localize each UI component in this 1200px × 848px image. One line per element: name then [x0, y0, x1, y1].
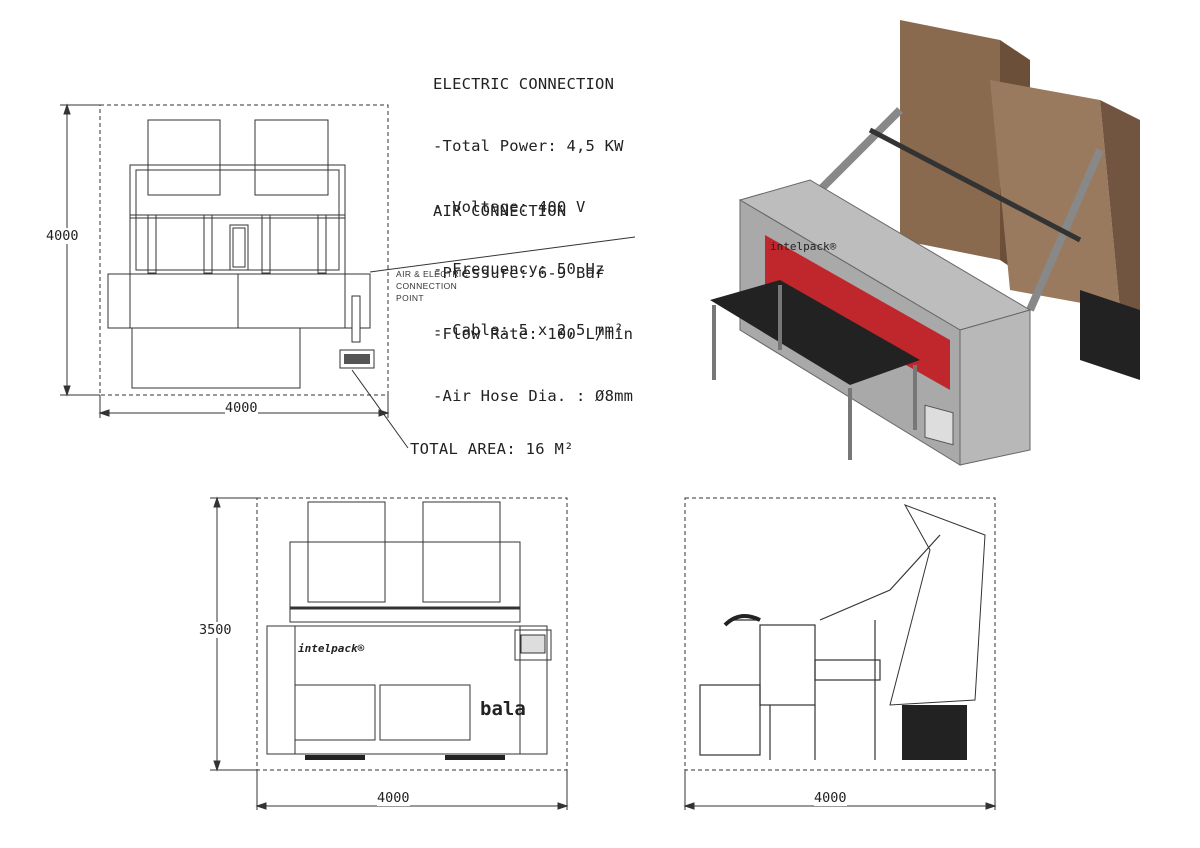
render-side-panel	[959, 309, 1031, 466]
front-view-area-boundary	[256, 497, 568, 771]
render-logo: intelpack®	[770, 240, 837, 253]
electric-line-power: -Total Power: 4,5 KW	[433, 136, 624, 155]
side-view-carton-chute	[889, 504, 986, 706]
top-height-dimension-label: 4000	[46, 228, 79, 244]
electric-line-voltage: - Voltage: 400 V	[433, 198, 586, 216]
front-view-drawing: intelpack® bala	[210, 496, 569, 810]
front-view-carton-left	[307, 501, 386, 603]
front-height-dimension-label: 3500	[199, 622, 232, 638]
air-line-hose: -Air Hose Dia. : Ø8mm	[433, 386, 634, 405]
side-width-dimension-label: 4000	[814, 790, 847, 806]
side-view-width-dimension	[683, 770, 997, 810]
top-view-height-dimension	[60, 103, 100, 397]
front-view-mark: bala	[480, 698, 526, 720]
render-table-top	[710, 280, 920, 385]
top-view-drawing	[60, 103, 636, 449]
front-view-logo: intelpack®	[298, 642, 365, 655]
electric-spec-block: ELECTRIC CONNECTION -Total Power: 4,5 KW…	[433, 33, 624, 361]
render-hmi-screen	[924, 404, 954, 446]
front-view-carton-right	[422, 501, 501, 603]
electric-line-frequency: - Frequency: 50 Hz	[433, 259, 605, 278]
side-view-carton-block	[902, 705, 967, 760]
machine-3d-render: intelpack®	[710, 20, 1140, 466]
top-width-dimension-label: 4000	[225, 400, 258, 416]
render-carton-stack	[900, 20, 1140, 380]
air-line-pressure: -Pressure: 6-9 Bar	[433, 263, 605, 282]
front-view-width-dimension	[255, 770, 569, 810]
air-heading: AIR CONNECTION	[433, 202, 567, 220]
top-view-carton-left	[147, 119, 221, 196]
connection-point-label: AIR & ELECTRIC CONNECTION POINT	[396, 269, 469, 303]
side-view-area-boundary	[684, 497, 996, 771]
total-area-label: TOTAL AREA: 16 M²	[410, 440, 574, 458]
air-spec-block: AIR CONNECTION -Pressure: 6-9 Bar -Flow …	[433, 160, 633, 427]
top-view-frame	[129, 164, 346, 276]
air-line-flow: -Flow Rate: 100 L/min	[433, 325, 634, 343]
side-view-drawing	[683, 497, 997, 810]
top-view-table	[131, 327, 301, 389]
top-view-area-boundary	[99, 104, 389, 396]
front-width-dimension-label: 4000	[377, 790, 410, 806]
top-view-carton-right	[254, 119, 329, 196]
render-table-legs	[712, 285, 917, 460]
electric-heading: ELECTRIC CONNECTION	[433, 75, 615, 93]
electric-line-cable: - Cable: 5 x 2,5 mm²	[433, 321, 624, 339]
top-view-machine-body	[107, 273, 371, 329]
